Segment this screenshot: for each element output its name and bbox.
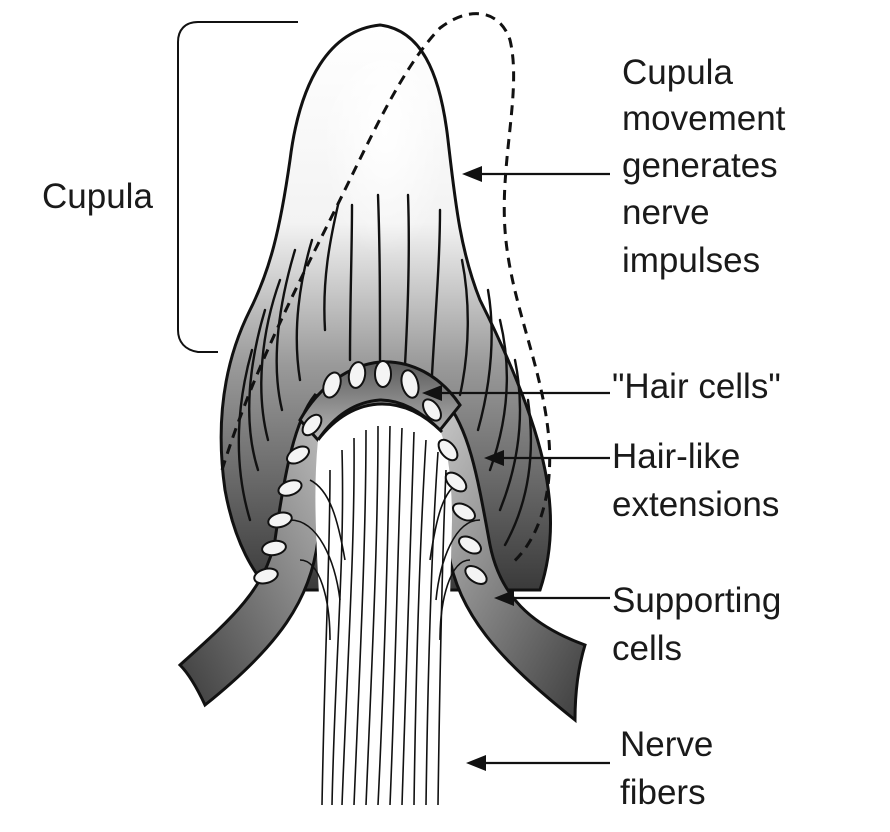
cupula-movement-outline xyxy=(220,12,552,567)
svg-text:Nerve: Nerve xyxy=(620,725,713,764)
label-arrows xyxy=(422,166,610,771)
svg-text:generates: generates xyxy=(622,146,778,185)
svg-text:fibers: fibers xyxy=(620,773,706,812)
label-nerve-fibers: Nerve fibers xyxy=(620,725,713,812)
svg-text:cells: cells xyxy=(612,629,682,668)
svg-text:nerve: nerve xyxy=(622,193,710,232)
label-supporting-cells: Supporting cells xyxy=(612,581,781,668)
svg-text:extensions: extensions xyxy=(612,485,779,524)
svg-text:impulses: impulses xyxy=(622,241,760,280)
label-cupula: Cupula xyxy=(42,177,153,216)
label-cupula-movement: Cupula movement generates nerve impulses xyxy=(622,53,786,280)
hair-like-extensions xyxy=(237,193,533,547)
label-hair-like-extensions: Hair-like extensions xyxy=(612,437,779,524)
svg-text:Hair-like: Hair-like xyxy=(612,437,740,476)
svg-text:Cupula: Cupula xyxy=(622,53,733,92)
hair-cells xyxy=(253,360,488,585)
svg-text:movement: movement xyxy=(622,99,786,138)
svg-text:Supporting: Supporting xyxy=(612,581,781,620)
cupula-bracket xyxy=(177,21,298,353)
nerve-fibers xyxy=(289,425,481,806)
label-hair-cells: "Hair cells" xyxy=(612,367,781,406)
